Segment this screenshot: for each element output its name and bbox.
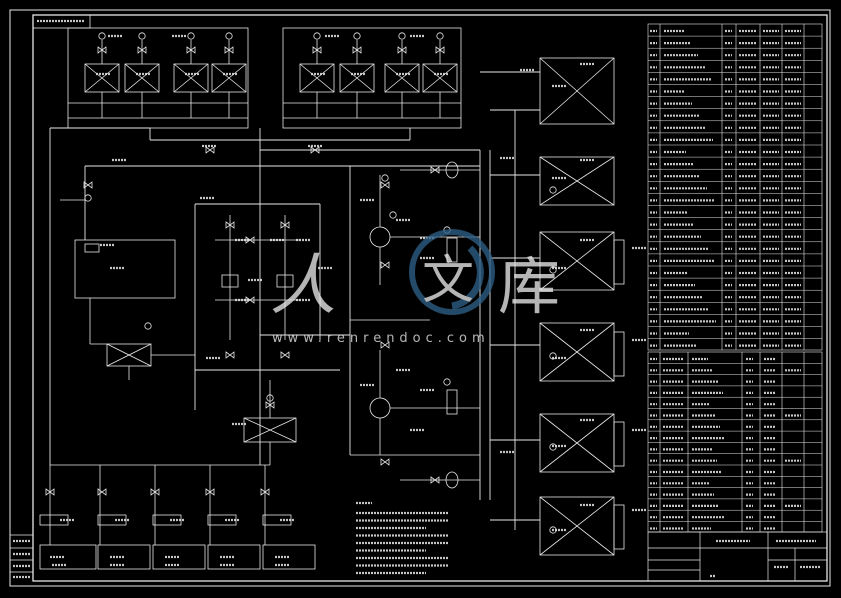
gauge-8 [436,32,444,40]
valve-6 [352,46,362,54]
valve-16 [265,401,275,409]
valve-8 [435,46,445,54]
title-block [647,531,828,582]
valve-3 [186,46,196,54]
valve-27 [45,488,55,496]
exchanger-group-top-middle [282,27,462,129]
gauge-5 [313,32,321,40]
gauge-6 [353,32,361,40]
gauge-17 [549,266,557,274]
valve-13 [280,221,290,229]
parts-table-lower-rows [648,357,822,530]
valve-14 [225,351,235,359]
valve-21 [430,166,440,174]
gauge-9 [84,194,92,202]
valve-15 [280,351,290,359]
valve-19 [380,341,390,349]
valve-4 [224,46,234,54]
watermark: 人 文 库 www.renrendoc.com [270,229,560,346]
watermark-glyph-1: 人 [270,247,336,324]
center-pump-section [215,215,300,465]
gauge-10 [144,322,152,330]
valve-20 [380,458,390,466]
gauge-18 [549,352,557,360]
tag-glyphs [50,34,646,567]
valve-17 [380,181,390,189]
watermark-site: www.renrendoc.com [272,331,490,346]
watermark-glyph-2: 文 [422,251,474,311]
exchanger-group-top-left [67,27,249,129]
gauge-14 [443,378,451,386]
valve-24 [150,488,160,496]
gauge-2 [138,32,146,40]
valve-11 [83,181,93,189]
gauge-12 [389,211,397,219]
gauge-4 [225,32,233,40]
valve-1 [97,46,107,54]
drawing-frame [9,9,831,587]
valve-25 [205,488,215,496]
gauge-11 [381,174,389,182]
right-risers [479,71,540,530]
right-coolers [539,57,625,556]
parts-table-upper-rows [648,29,822,347]
valve-2 [137,46,147,54]
gauge-15 [266,394,274,402]
parts-table-lower [647,351,823,533]
gauge-16 [549,186,557,194]
valve-26 [260,488,270,496]
parts-table-upper [647,23,823,351]
gauge-7 [398,32,406,40]
valve-12 [225,221,235,229]
left-equipment [60,199,195,380]
notes-glyphs [356,501,448,575]
frame-label-glyphs [13,19,85,579]
gauge-symbols [84,32,557,534]
valve-23 [97,488,107,496]
main-headers [49,127,480,465]
valve-7 [397,46,407,54]
valve-18 [380,261,390,269]
gauge-1 [98,32,106,40]
watermark-glyph-3: 库 [498,250,560,323]
valve-22 [430,476,440,484]
valve-5 [312,46,322,54]
gauge-3 [187,32,195,40]
title-block-glyphs [710,539,820,578]
